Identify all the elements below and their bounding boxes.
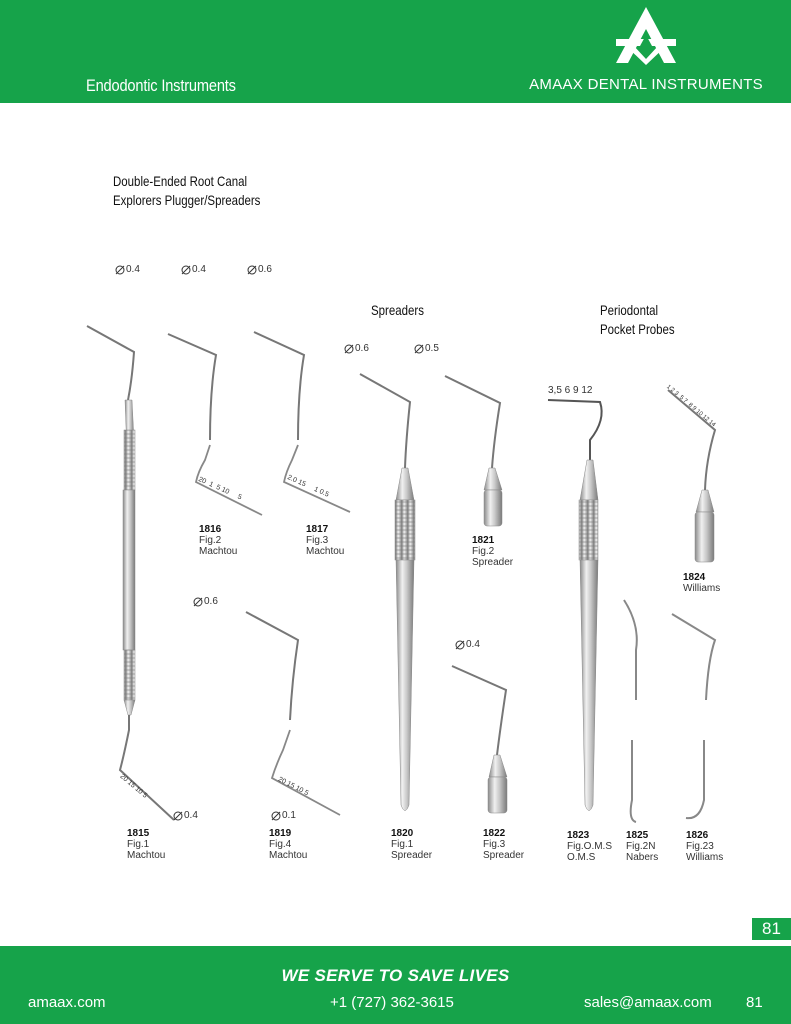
product-label-1822: 1822 Fig.3 Spreader [483, 828, 525, 861]
product-label-1826: 1826 Fig.23 Williams [686, 830, 724, 863]
amaax-logo-icon [616, 7, 676, 65]
product-label-1817: 1817 Fig.3 Machtou [306, 524, 345, 557]
page-number-badge: 81 [752, 918, 791, 940]
footer-page-number: 81 [746, 994, 763, 1011]
diameter-icon [193, 597, 203, 606]
product-label-1821: 1821 Fig.2 Spreader [472, 535, 514, 568]
diameter-label: 0.6 [247, 264, 272, 275]
instrument-1825 [623, 599, 638, 823]
instrument-1821 [444, 375, 503, 527]
footer-slogan: WE SERVE TO SAVE LIVES [281, 966, 510, 985]
instrument-1819 [245, 611, 341, 816]
diameter-label: 0.1 [271, 810, 296, 821]
instrument-1823 [547, 399, 603, 811]
brand-name: AMAAX DENTAL INSTRUMENTS [529, 76, 763, 93]
diameter-icon [455, 640, 465, 649]
probes-title: Periodontal Pocket Probes [600, 302, 675, 337]
instrument-1824 [667, 389, 717, 563]
instrument-1815 [86, 325, 175, 821]
diameter-label: 0.4 [173, 810, 198, 821]
diameter-icon [247, 265, 257, 274]
diameter-icon [115, 265, 125, 274]
diameter-label: 0.5 [414, 343, 439, 354]
diameter-icon [414, 344, 424, 353]
diameter-label: 0.4 [455, 639, 480, 650]
diameter-icon [344, 344, 354, 353]
footer-email-link[interactable]: sales@amaax.com [584, 994, 712, 1011]
spreaders-title: Spreaders [371, 302, 424, 318]
product-label-1819: 1819 Fig.4 Machtou [269, 828, 308, 861]
product-label-1824: 1824 Williams [683, 572, 721, 594]
header-bar: Endodontic Instruments AMAAX DENTAL INST… [0, 0, 791, 103]
product-label-1815: 1815 Fig.1 Machtou [127, 828, 166, 861]
product-label-1820: 1820 Fig.1 Spreader [391, 828, 433, 861]
product-label-1825: 1825 Fig.2N Nabers [626, 830, 659, 863]
instrument-1816 [167, 333, 263, 516]
product-label-1823: 1823 Fig.O.M.S O.M.S [567, 830, 613, 863]
diameter-label: 0.4 [115, 264, 140, 275]
footer-website-link[interactable]: amaax.com [28, 994, 106, 1011]
instrument-1826 [671, 613, 717, 820]
footer-phone[interactable]: +1 (727) 362-3615 [330, 994, 454, 1011]
footer-bar: WE SERVE TO SAVE LIVES amaax.com +1 (727… [0, 946, 791, 1024]
product-label-1816: 1816 Fig.2 Machtou [199, 524, 238, 557]
instrument-1822 [451, 665, 508, 814]
diameter-label: 0.6 [344, 343, 369, 354]
diameter-icon [173, 811, 183, 820]
instrument-1820 [359, 373, 416, 811]
diameter-label: 0.4 [181, 264, 206, 275]
marking-1823: 3,5 6 9 12 [548, 385, 593, 396]
diameter-label: 0.6 [193, 596, 218, 607]
section-title-explorers: Double-Ended Root Canal Explorers Plugge… [113, 173, 261, 208]
section-title: Endodontic Instruments [86, 76, 236, 95]
diameter-icon [181, 265, 191, 274]
diameter-icon [271, 811, 281, 820]
instrument-1817 [253, 331, 351, 513]
